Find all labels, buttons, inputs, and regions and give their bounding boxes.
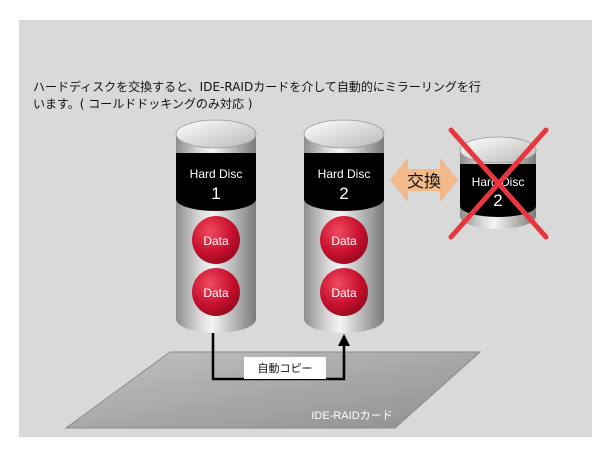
removed-disk-number: 2 — [493, 191, 502, 210]
description-line-1: ハードディスクを交換すると、IDE-RAIDカードを介して自動的にミラーリングを… — [33, 80, 481, 94]
disk-2-data-2 — [320, 268, 368, 316]
description-text: ハードディスクを交換すると、IDE-RAIDカードを介して自動的にミラーリングを… — [33, 79, 593, 113]
card-label: IDE-RAIDカード — [311, 409, 392, 422]
exchange-double-arrow-icon — [390, 158, 458, 202]
disk-2-top — [303, 119, 385, 149]
disk-1-data-2 — [192, 268, 240, 316]
removed-disk-top — [459, 136, 537, 164]
disk-1-number: 1 — [211, 184, 220, 203]
disk-2-data-1 — [320, 216, 368, 264]
ide-raid-card: IDE-RAIDカード — [64, 351, 482, 429]
disk-1-data-2-label: Data — [203, 286, 229, 300]
disk-1-label-band — [176, 153, 256, 211]
description-line-2: います。( コールドドッキングのみ対応 ) — [33, 97, 253, 111]
disk-1-data-1-label: Data — [203, 234, 229, 248]
hard-disc-1: Hard Disc 1 Data Data — [175, 119, 257, 333]
disk-1-data-1 — [192, 216, 240, 264]
disk-1-top — [175, 119, 257, 149]
hard-disc-2: Hard Disc 2 Data Data — [303, 119, 385, 333]
disk-2-data-2-label: Data — [331, 286, 357, 300]
auto-copy-path: 自動コピー — [211, 333, 350, 381]
cross-line-2 — [448, 127, 549, 240]
exchange-arrow: 交換 — [390, 158, 458, 202]
copy-arrowhead — [338, 334, 350, 346]
disk-1-label: Hard Disc — [190, 167, 243, 181]
removed-hard-disc: Hard Disc 2 — [448, 127, 549, 240]
disk-2-number: 2 — [339, 184, 348, 203]
copy-label-box — [244, 357, 326, 379]
card-board-shape — [64, 351, 482, 429]
copy-label: 自動コピー — [258, 361, 313, 375]
disk-2-label: Hard Disc — [318, 167, 371, 181]
disk-2-data-1-label: Data — [331, 234, 357, 248]
exchange-label: 交換 — [407, 172, 441, 191]
disk-2-label-band — [304, 153, 384, 211]
